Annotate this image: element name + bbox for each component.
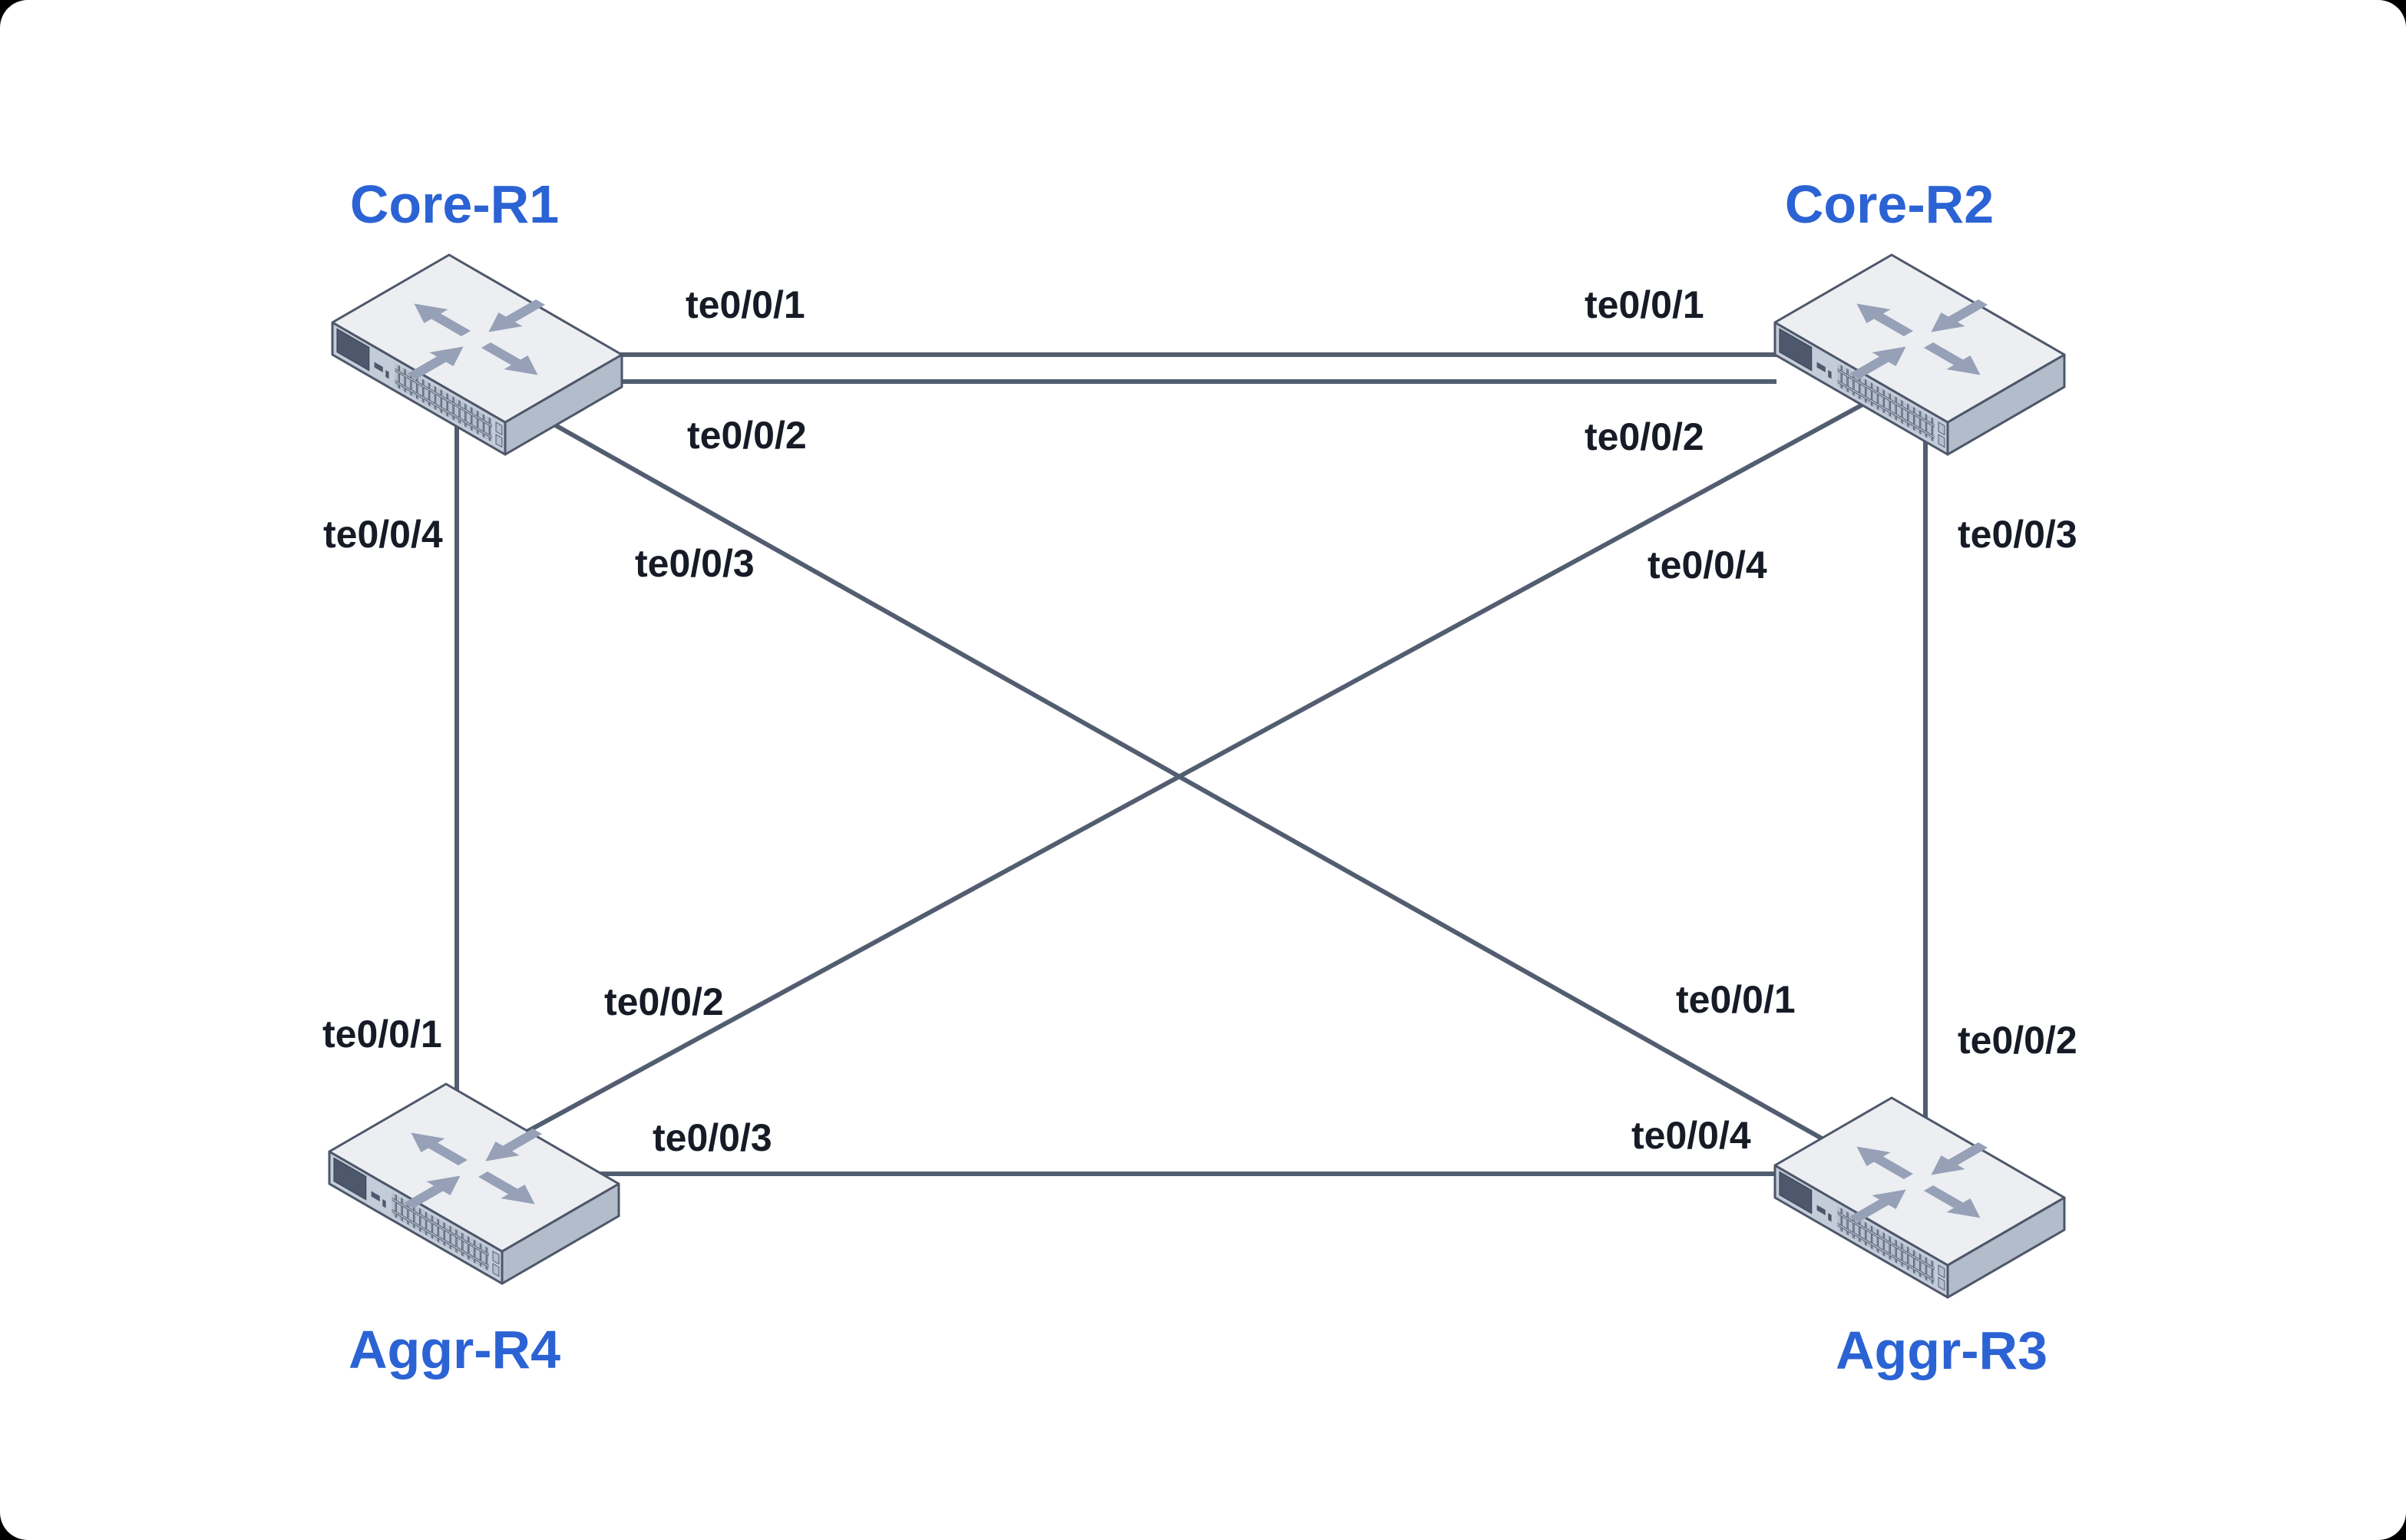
device-label-core-r2: Core-R2 <box>1785 174 1994 234</box>
iface-label-core-r2-te0-0-4: te0/0/4 <box>1648 544 1767 587</box>
iface-label-aggr-r3-te0-0-4: te0/0/4 <box>1631 1114 1751 1157</box>
iface-label-core-r1-te0-0-3: te0/0/3 <box>635 542 755 585</box>
devices-layer <box>329 255 2064 1297</box>
iface-label-core-r1-te0-0-2: te0/0/2 <box>687 414 807 457</box>
iface-label-core-r2-te0-0-3: te0/0/3 <box>1958 513 2077 556</box>
router-icon-aggr-r4 <box>329 1084 619 1284</box>
iface-label-core-r1-te0-0-4: te0/0/4 <box>323 513 443 556</box>
link-core-r2-aggr-r4 <box>511 401 1867 1142</box>
router-icon-core-r1 <box>332 255 622 454</box>
iface-label-aggr-r3-te0-0-1: te0/0/1 <box>1676 978 1796 1021</box>
iface-label-aggr-r4-te0-0-2: te0/0/2 <box>604 980 724 1023</box>
router-icon-core-r2 <box>1775 255 2064 454</box>
iface-label-core-r2-te0-0-1: te0/0/1 <box>1585 283 1704 326</box>
device-label-aggr-r3: Aggr-R3 <box>1836 1320 2047 1380</box>
iface-label-aggr-r4-te0-0-1: te0/0/1 <box>322 1013 442 1056</box>
device-label-aggr-r4: Aggr-R4 <box>349 1320 560 1380</box>
device-label-core-r1: Core-R1 <box>350 174 559 234</box>
iface-label-aggr-r4-te0-0-3: te0/0/3 <box>653 1116 772 1159</box>
iface-label-aggr-r3-te0-0-2: te0/0/2 <box>1958 1019 2077 1062</box>
router-icon-aggr-r3 <box>1775 1098 2064 1297</box>
iface-label-core-r1-te0-0-1: te0/0/1 <box>686 283 805 326</box>
iface-label-core-r2-te0-0-2: te0/0/2 <box>1585 415 1704 458</box>
